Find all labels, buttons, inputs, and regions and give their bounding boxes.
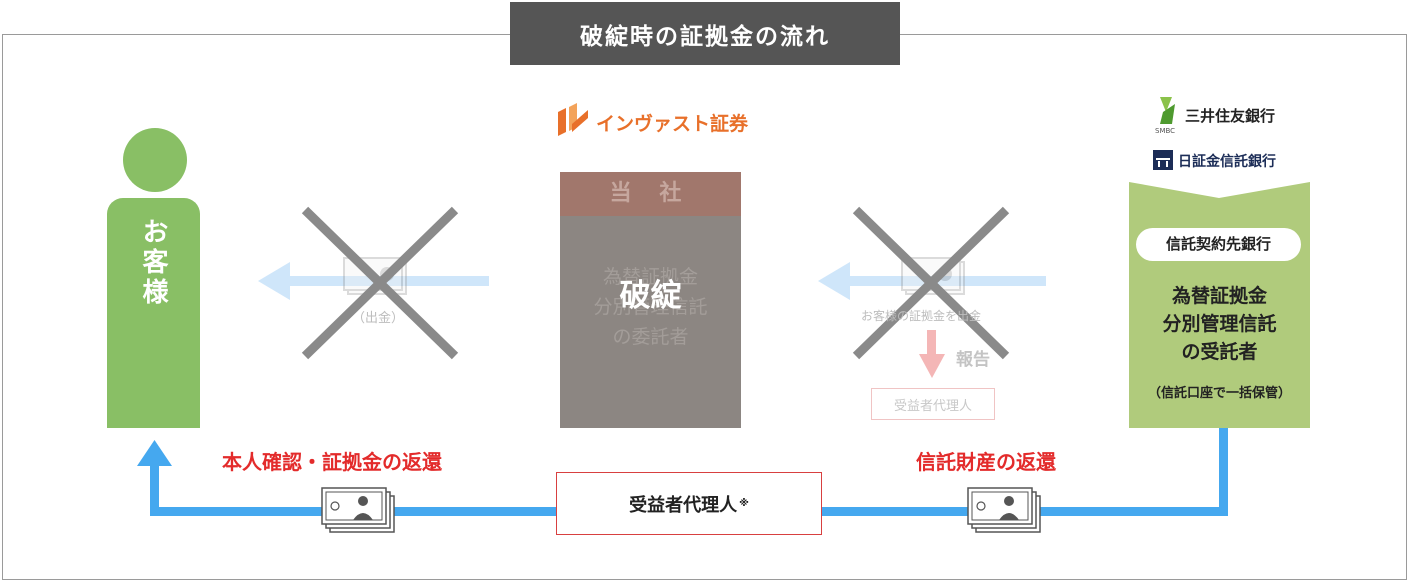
bill-icon-left — [321, 487, 395, 533]
customer-head — [123, 128, 187, 192]
customer-figure — [107, 198, 200, 428]
return-right-label: 信託財産の返還 — [916, 450, 1056, 474]
bank-smbc-small: SMBC — [1155, 127, 1176, 135]
jsf-logo-icon — [1153, 150, 1173, 170]
trust-role-line: 為替証拠金 — [1171, 285, 1267, 307]
faded-down-arrow — [919, 330, 945, 378]
faded-left-label: （出金） — [352, 311, 405, 326]
company-logo: インヴァスト証券 — [558, 109, 748, 135]
company-role-line: 為替証拠金 — [602, 266, 698, 288]
diagram-title: 破綻時の証拠金の流れ — [510, 2, 900, 65]
faded-right-label: お客様の証拠金を出金 — [861, 309, 982, 323]
trust-role-line: 分別管理信託 — [1162, 313, 1277, 335]
company-faded-role: 為替証拠金 分別管理信託 の委託者 — [560, 262, 741, 352]
faded-report-label: 報告 — [956, 350, 990, 370]
agent-label: 受益者代理人 — [629, 494, 738, 516]
bank-jsf-name: 日証金信託銀行 — [1178, 154, 1276, 170]
bank-smbc: SMBC 三井住友銀行 — [1155, 95, 1276, 136]
bank-smbc-name: 三井住友銀行 — [1185, 106, 1276, 125]
trust-bank-pill: 信託契約先銀行 — [1136, 228, 1301, 261]
company-logo-text: インヴァスト証券 — [596, 112, 749, 135]
company-role-line: の委託者 — [612, 326, 689, 348]
faded-agent-box: 受益者代理人 — [871, 388, 995, 420]
company-logo-icon — [558, 103, 588, 136]
faded-right-arrow — [818, 262, 1046, 300]
trust-bank-note: （信託口座で一括保管） — [1147, 386, 1291, 401]
agent-footnote-mark: ※ — [739, 498, 749, 509]
beneficiary-agent-box: 受益者代理人※ — [556, 472, 822, 535]
cross-left — [301, 206, 459, 360]
bank-jsf: 日証金信託銀行 — [1153, 149, 1276, 173]
trust-bank-role: 為替証拠金 分別管理信託 の受託者 — [1129, 282, 1310, 366]
company-status: 破綻 — [619, 278, 682, 314]
customer-label: お客様 — [138, 218, 168, 308]
trust-role-line: の受託者 — [1181, 341, 1258, 363]
bill-icon-right — [967, 487, 1041, 533]
company-role-line: 分別管理信託 — [593, 296, 708, 318]
smbc-logo-icon — [1160, 97, 1175, 124]
return-left-label: 本人確認・証拠金の返還 — [222, 450, 442, 474]
company-head: 当 社 — [560, 172, 741, 216]
cross-right — [852, 206, 1010, 360]
